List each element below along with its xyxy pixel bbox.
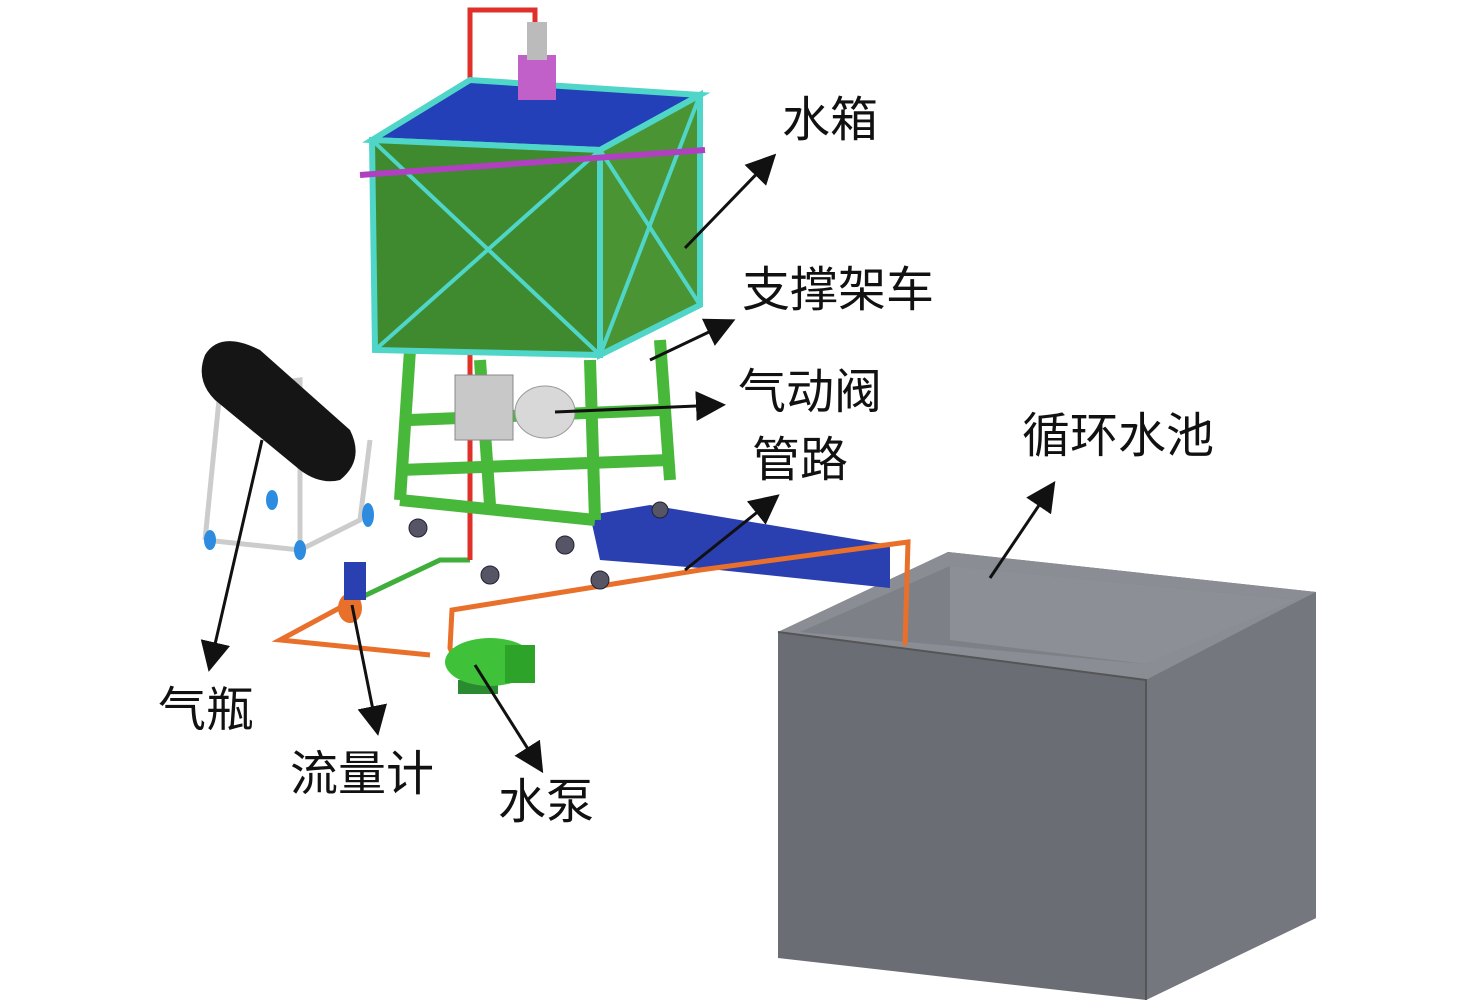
circulating-pool: [777, 552, 1316, 1000]
water-pump: [445, 638, 535, 694]
label-flow-meter: 流量计: [290, 746, 435, 802]
label-pneumatic-valve: 气动阀: [738, 364, 883, 420]
label-water-tank: 水箱: [782, 92, 879, 148]
label-support-cart: 支撑架车: [742, 262, 935, 318]
label-gas-cylinder: 气瓶: [158, 682, 255, 738]
callout-arrows: [200, 153, 1056, 774]
water-tank: [359, 22, 711, 360]
label-water-pump: 水泵: [498, 774, 595, 830]
label-circulating-pool: 循环水池: [1022, 408, 1215, 464]
gas-cylinder: [201, 341, 374, 560]
outlet-channel: [590, 505, 890, 588]
control-box: [454, 374, 514, 441]
label-pipeline: 管路: [752, 432, 849, 488]
cart-wheels: [408, 501, 669, 590]
flow-meter: [338, 562, 366, 623]
